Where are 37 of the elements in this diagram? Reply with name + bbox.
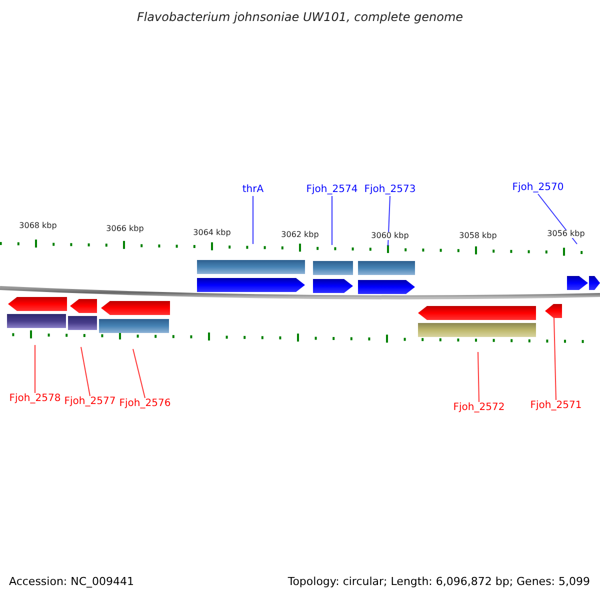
scale-label: 3066 kbp [106,225,144,233]
gene-label: Fjoh_2574 [306,185,358,195]
scale-label: 3060 kbp [371,232,409,240]
leader-line [388,196,390,246]
leader-line [34,344,36,394]
gene-label: Fjoh_2572 [453,403,505,413]
leader-line [554,318,556,400]
scale-label: 3068 kbp [19,222,57,230]
scale-label: 3058 kbp [459,232,497,240]
gene-block [545,304,562,318]
leader-line [478,352,480,402]
accession-note: Accession: NC_009441 [9,576,134,587]
gene-block [8,297,67,311]
gene-block [313,279,353,293]
leader-line [132,348,146,398]
scale-label: 3056 kbp [547,230,585,238]
gene-block [358,280,415,294]
scale-label: 3062 kbp [281,231,319,239]
gene-label: Fjoh_2577 [64,397,116,407]
gene-block [101,301,170,315]
gene-label: thrA [242,185,264,195]
gene-block [589,276,600,290]
genome-info-note: Topology: circular; Length: 6,096,872 bp; Genes: 5,099 [288,576,590,587]
gene-label: Fjoh_2573 [364,185,416,195]
gene-block [197,278,305,292]
gene-block [567,276,588,290]
scale-label: 3064 kbp [193,229,231,237]
title: Flavobacterium johnsoniae UW101, complete genome [136,11,464,23]
leader-line [80,346,90,396]
leader-line [252,196,254,244]
gene-label: Fjoh_2571 [530,401,582,411]
gene-label: Fjoh_2576 [119,399,171,409]
leader-line [538,194,578,244]
gene-block [418,306,536,320]
gene-block [70,299,97,313]
gene-label: Fjoh_2570 [512,183,564,193]
gene-label: Fjoh_2578 [9,394,61,404]
